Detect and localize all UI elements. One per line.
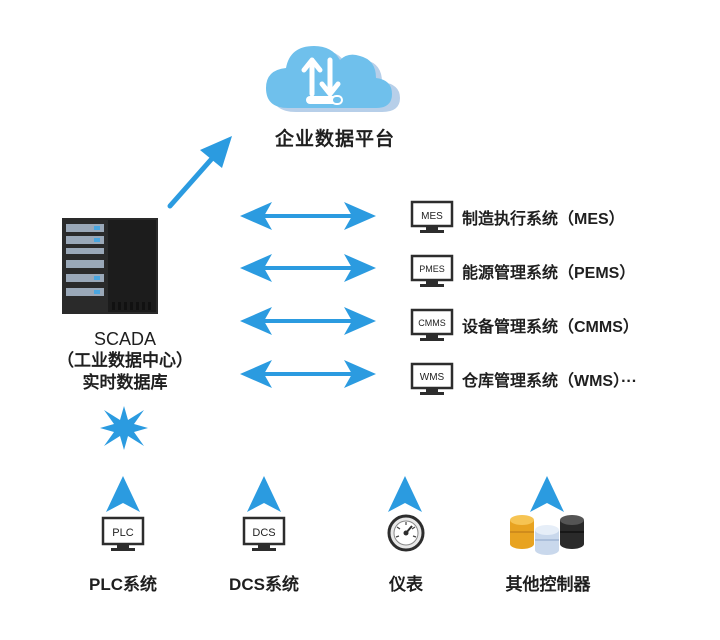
monitor-tag: PLC	[112, 527, 133, 539]
double-arrow-2	[240, 254, 376, 282]
device-label-dcs: DCS系统	[229, 575, 299, 594]
monitor-tag: DCS	[252, 527, 275, 539]
up-arrow-dcs	[247, 476, 281, 512]
monitor-tag: CMMS	[418, 318, 446, 328]
system-label: 制造执行系统（MES）	[462, 211, 625, 228]
monitor-icon: PMES	[410, 254, 454, 287]
double-arrows	[240, 202, 376, 388]
cloud-upload-icon	[266, 46, 400, 112]
monitor-icon: WMS	[410, 362, 454, 395]
gauge-icon	[387, 514, 425, 552]
starburst-icon	[100, 406, 148, 450]
monitor-tag: WMS	[420, 372, 445, 383]
scada-line-1: SCADA	[93, 329, 156, 349]
double-arrow-3	[240, 307, 376, 335]
system-item-cmms: CMMS 设备管理系统（CMMS）	[410, 308, 710, 342]
monitor-tag: PMES	[419, 264, 445, 274]
platform-title: 企业数据平台	[274, 129, 395, 150]
system-item-pems: PMES 能源管理系统（PEMS）	[410, 254, 710, 288]
system-label: 设备管理系统（CMMS）	[462, 319, 639, 336]
device-label-plc: PLC系统	[89, 575, 157, 594]
scada-label: SCADA （工业数据中心） 实时数据库	[40, 328, 210, 394]
monitor-tag: MES	[421, 211, 443, 222]
up-arrow-plc	[106, 476, 140, 512]
system-label: 能源管理系统（PEMS）	[462, 265, 636, 282]
scada-line-3: 实时数据库	[82, 373, 168, 392]
up-arrow-controller	[530, 476, 564, 512]
device-label-meter: 仪表	[389, 575, 423, 594]
double-arrow-1	[240, 202, 376, 230]
upload-arrow	[167, 136, 232, 209]
plc-monitor-icon: PLC	[101, 516, 145, 551]
up-arrow-meter	[388, 476, 422, 512]
database-cylinders-icon	[510, 515, 584, 555]
system-item-mes: MES 制造执行系统（MES）	[410, 200, 710, 234]
monitor-icon: CMMS	[410, 308, 454, 341]
scada-line-2: （工业数据中心）	[57, 351, 193, 370]
double-arrow-4	[240, 360, 376, 388]
monitor-icon: MES	[410, 200, 454, 233]
device-label-controller: 其他控制器	[505, 575, 591, 594]
dcs-monitor-icon: DCS	[242, 516, 286, 551]
up-arrows	[106, 476, 564, 512]
system-label: 仓库管理系统（WMS）···	[462, 373, 638, 390]
system-item-wms: WMS 仓库管理系统（WMS）···	[410, 362, 710, 396]
server-rack-icon	[62, 218, 158, 314]
